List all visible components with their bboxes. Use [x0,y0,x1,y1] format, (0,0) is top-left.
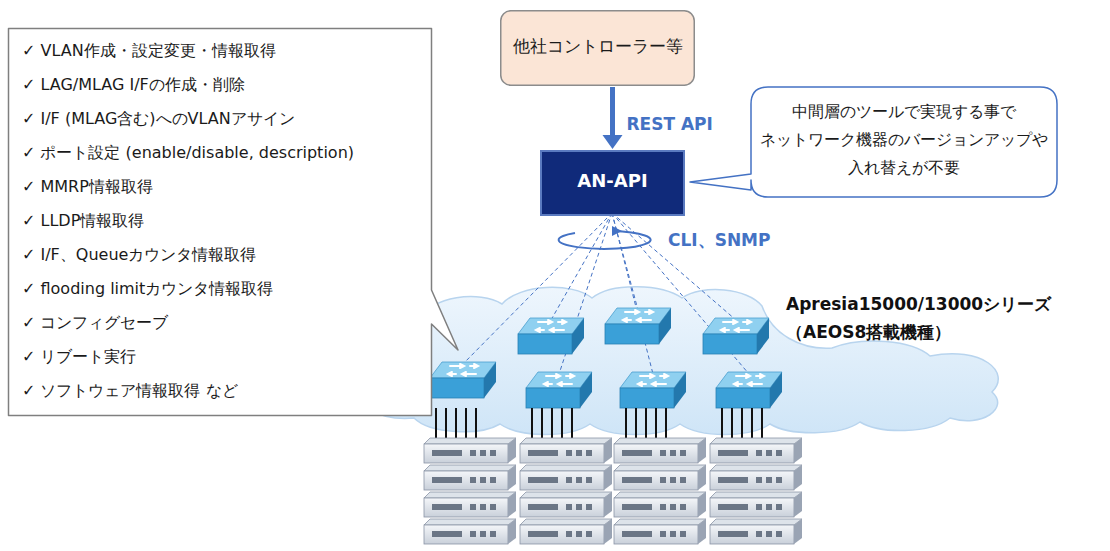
checklist-item: ✓ I/F (MLAG含む)へのVLANアサイン [22,102,422,136]
checklist-item: ✓ コンフィグセーブ [22,306,422,340]
checklist-item: ✓ ソフトウェア情報取得 など [22,374,422,408]
protocol-ellipse [559,226,651,249]
switch-icons [430,308,782,408]
server-cables [436,408,762,440]
note-callout: 中間層のツールで実現する事で ネットワーク機器のバージョンアップや 入れ替えが不… [750,86,1058,198]
arrow-connector [603,87,623,149]
server-stacks [424,438,802,544]
node-text: 中間層のツールで実現する事で ネットワーク機器のバージョンアップや 入れ替えが不… [760,98,1048,182]
checklist-item: ✓ LAG/MLAG I/Fの作成・削除 [22,68,422,102]
api-box: AN-API [540,150,685,216]
controller-box: 他社コントローラー等 [500,10,695,86]
checklist-item: ✓ LLDP情報取得 [22,204,422,238]
node-text: AN-API [548,150,677,212]
feature-list-callout: ✓ VLAN作成・設定変更・情報取得✓ LAG/MLAG I/Fの作成・削除✓ … [8,28,432,416]
checklist-item: ✓ VLAN作成・設定変更・情報取得 [22,34,422,68]
checklist-item: ✓ ポート設定 (enable/disable, description) [22,136,422,170]
edge-label: REST API [627,114,713,134]
checklist-item: ✓ flooding limitカウンタ情報取得 [22,272,422,306]
node-text: 他社コントローラー等 [508,10,687,82]
protocol-label: CLI、SNMP [668,229,770,252]
product-label: Apresia15000/13000シリーズ （AEOS8搭載機種） [786,290,1096,346]
checklist-item: ✓ MMRP情報取得 [22,170,422,204]
checklist-item: ✓ リブート実行 [22,340,422,374]
checklist-item: ✓ I/F、Queueカウンタ情報取得 [22,238,422,272]
